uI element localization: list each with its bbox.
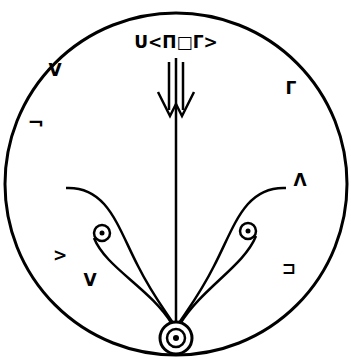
arrow-shaft bbox=[182, 62, 185, 110]
target bbox=[167, 329, 185, 347]
arrow-shaft bbox=[168, 62, 171, 110]
spiral-dot bbox=[100, 231, 105, 236]
arrow-head bbox=[176, 92, 194, 116]
glyph: Γ bbox=[286, 80, 297, 97]
glyph: Λ bbox=[293, 172, 306, 189]
outer-circle bbox=[5, 13, 347, 355]
spiral-dot bbox=[94, 225, 110, 241]
arrow-head bbox=[158, 92, 176, 116]
curve bbox=[180, 236, 256, 324]
glyph: ⊐ bbox=[282, 260, 296, 277]
title-glyphs: U<Π□Γ> bbox=[134, 34, 217, 51]
curve bbox=[66, 188, 173, 323]
glyph: V bbox=[48, 62, 61, 79]
curve bbox=[179, 188, 286, 323]
target bbox=[173, 335, 179, 341]
glyph: > bbox=[53, 247, 67, 264]
target bbox=[160, 322, 192, 354]
spiral-dot bbox=[240, 223, 256, 239]
center-line bbox=[175, 58, 178, 322]
glyph: ¬ bbox=[28, 112, 45, 132]
curve bbox=[94, 238, 172, 324]
spiral-dot bbox=[246, 229, 251, 234]
glyph: V bbox=[83, 272, 96, 289]
